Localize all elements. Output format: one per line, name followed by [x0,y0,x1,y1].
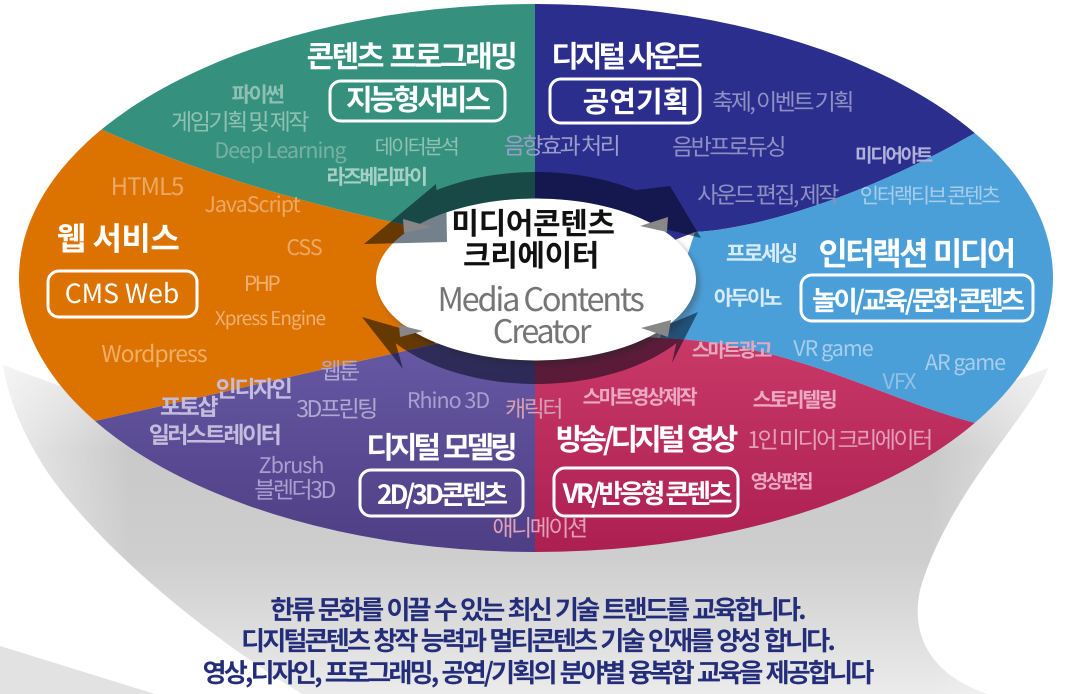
svg-text:2D/3D콘텐츠: 2D/3D콘텐츠 [377,473,508,512]
svg-text:파이썬: 파이썬 [231,79,283,109]
svg-text:VFX: VFX [883,365,917,396]
svg-text:미디어아트: 미디어아트 [855,141,933,168]
svg-text:VR game: VR game [793,332,874,363]
svg-text:게임기획 및 제작: 게임기획 및 제작 [171,103,309,137]
svg-text:Rhino 3D: Rhino 3D [407,384,490,415]
svg-text:웹툰: 웹툰 [320,352,359,386]
svg-text:HTML5: HTML5 [111,167,184,202]
svg-text:디지털 사운드: 디지털 사운드 [551,32,702,76]
svg-text:미디어콘텐츠: 미디어콘텐츠 [451,199,614,243]
svg-text:3D프린팅: 3D프린팅 [296,390,376,424]
svg-text:블렌더3D: 블렌더3D [254,471,335,505]
svg-text:음향효과 처리: 음향효과 처리 [504,127,619,161]
svg-text:인터랙티브 콘텐츠: 인터랙티브 콘텐츠 [860,180,1001,210]
svg-text:공연기획: 공연기획 [583,79,690,121]
svg-text:프로세싱: 프로세싱 [726,237,796,268]
svg-text:사운드 편집, 제작: 사운드 편집, 제작 [697,176,839,210]
svg-text:스토리텔링: 스토리텔링 [753,383,836,413]
svg-text:포토샵: 포토샵 [160,388,218,422]
svg-text:크리에이터: 크리에이터 [463,231,599,275]
svg-text:방송/디지털 영상: 방송/디지털 영상 [556,415,738,459]
svg-text:Creator: Creator [493,306,592,353]
svg-text:인터랙션 미디어: 인터랙션 미디어 [818,229,1013,275]
svg-text:데이터분석: 데이터분석 [375,130,458,160]
svg-text:라즈베리파이: 라즈베리파이 [326,160,426,190]
svg-text:스마트영상제작: 스마트영상제작 [583,381,698,410]
svg-text:축제, 이벤트 기획: 축제, 이벤트 기획 [712,83,852,117]
svg-text:인디자인: 인디자인 [216,370,292,404]
svg-text:1인 미디어 크리에이터: 1인 미디어 크리에이터 [747,421,931,455]
svg-text:Zbrush: Zbrush [259,449,324,480]
svg-text:AR game: AR game [925,346,1006,377]
svg-text:스마트광고: 스마트광고 [692,334,773,363]
svg-text:애니메이션: 애니메이션 [492,509,586,543]
svg-text:Deep Learning: Deep Learning [214,134,346,165]
svg-text:일러스트레이터: 일러스트레이터 [149,416,280,450]
svg-text:아두이노: 아두이노 [714,281,783,311]
svg-text:캐릭터: 캐릭터 [505,390,561,424]
svg-text:디지털콘텐츠 창작 능력과 멀티콘텐츠 기술 인재를 양성: 디지털콘텐츠 창작 능력과 멀티콘텐츠 기술 인재를 양성 합니다. [241,620,834,658]
svg-text:디지털 모델링: 디지털 모델링 [366,423,515,467]
svg-text:Wordpress: Wordpress [101,335,206,369]
svg-text:CMS Web: CMS Web [65,272,179,311]
svg-text:음반프로듀싱: 음반프로듀싱 [672,128,784,162]
svg-text:VR/반응형 콘텐츠: VR/반응형 콘텐츠 [561,472,732,511]
svg-text:지능형서비스: 지능형서비스 [346,77,490,119]
svg-text:CSS: CSS [286,231,322,262]
svg-text:Media Contents: Media Contents [437,274,643,321]
svg-text:웹 서비스: 웹 서비스 [57,214,180,260]
svg-text:콘텐츠 프로그래밍: 콘텐츠 프로그래밍 [306,32,515,76]
svg-text:영상,디자인, 프로그래밍, 공연/기획의 분야별 융복합: 영상,디자인, 프로그래밍, 공연/기획의 분야별 융복합 교육을 제공합니다 [203,652,875,690]
svg-text:영상편집: 영상편집 [751,467,813,494]
svg-text:놀이/교육/문화 콘텐츠: 놀이/교육/문화 콘텐츠 [812,279,1025,318]
svg-text:JavaScript: JavaScript [204,188,300,219]
svg-text:PHP: PHP [244,268,281,298]
svg-text:Xpress Engine: Xpress Engine [215,304,326,331]
svg-text:한류 문화를 이끌 수 있는 최신 기술 트랜드를 교육합니: 한류 문화를 이끌 수 있는 최신 기술 트랜드를 교육합니다. [270,589,805,627]
